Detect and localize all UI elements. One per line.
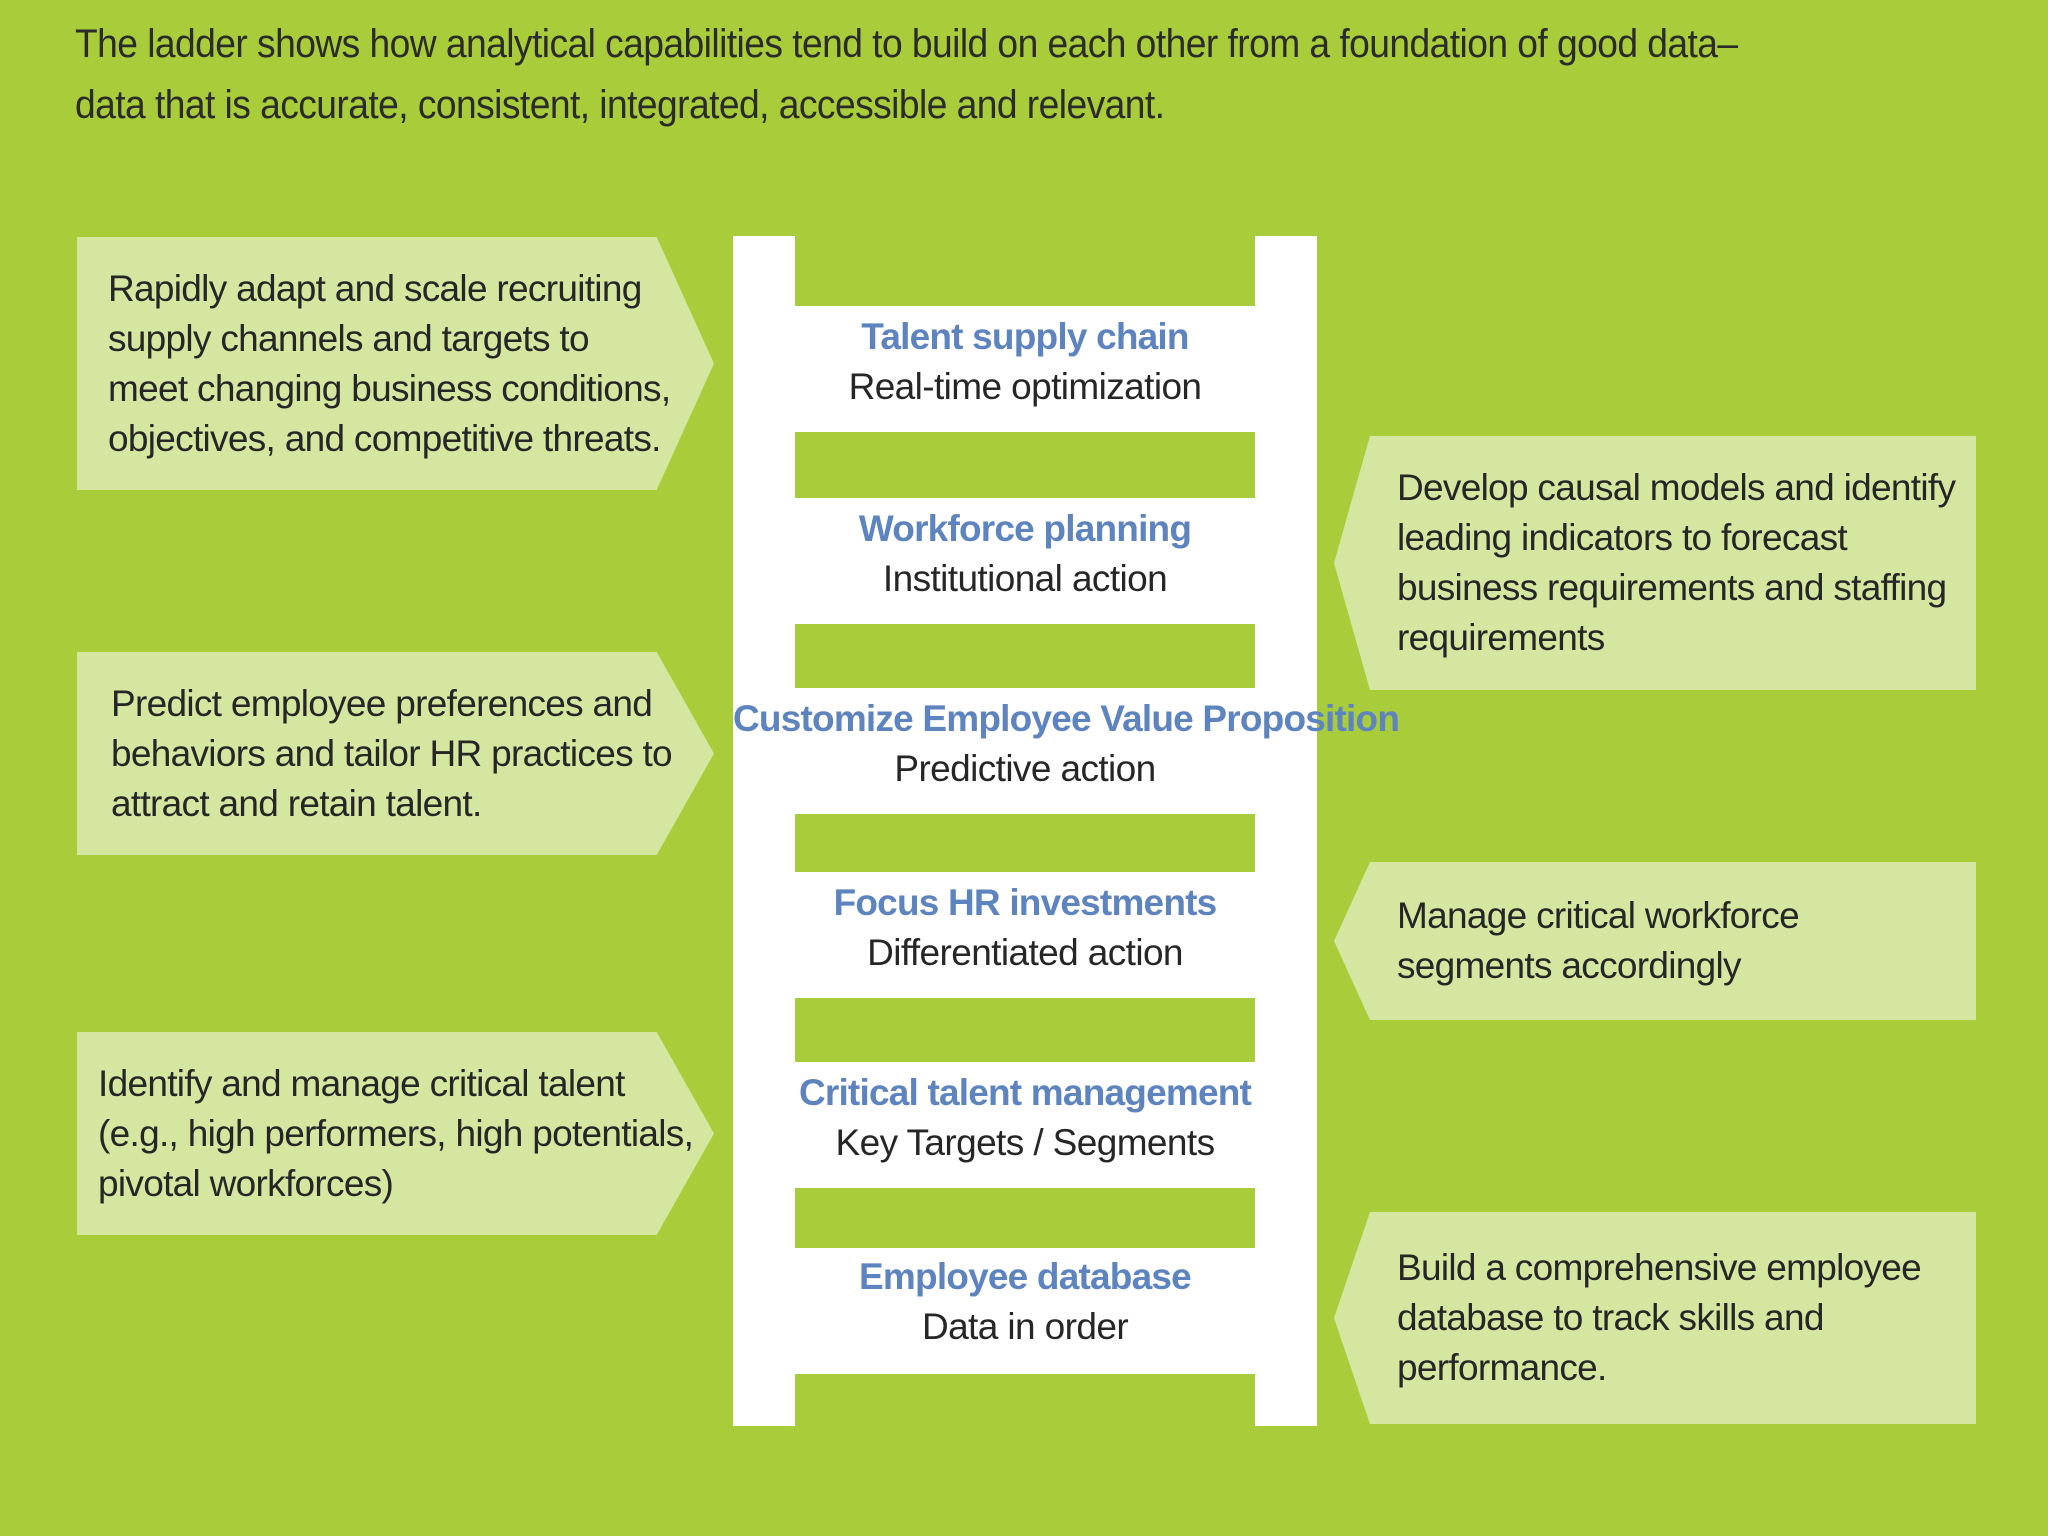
step-title: Critical talent management [798,1072,1252,1113]
callout-text: Develop causal models and identify leadi… [1397,467,1956,658]
intro-line-2: data that is accurate, consistent, integ… [75,83,1165,127]
callout-focus-hr-investments: Manage critical workforce segments accor… [1334,862,1976,1020]
ladder-step-critical-talent-management: Critical talent management Key Targets /… [733,1062,1317,1188]
callout-workforce-planning: Develop causal models and identify leadi… [1334,436,1976,690]
ladder-step-customize-evp: Customize Employee Value Proposition Pre… [733,688,1400,814]
step-subtitle: Predictive action [894,748,1156,789]
step-subtitle: Data in order [921,1306,1129,1347]
ladder-step-talent-supply-chain: Talent supply chain Real-time optimizati… [733,306,1317,432]
step-subtitle: Real-time optimization [848,366,1202,407]
intro-line-1: The ladder shows how analytical capabili… [75,22,1738,66]
callout-text: Build a comprehensive employee database … [1397,1247,1922,1388]
callout-employee-database: Build a comprehensive employee database … [1334,1212,1976,1424]
step-title: Workforce planning [858,508,1192,549]
ladder-left-rail [733,236,795,1426]
ladder-right-rail [1255,236,1317,1426]
step-title: Focus HR investments [833,882,1218,923]
step-title: Employee database [859,1256,1192,1297]
callout-text: Predict employee preferences and behavio… [111,682,673,824]
step-subtitle: Key Targets / Segments [835,1122,1216,1163]
callout-text: Manage critical workforce segments accor… [1397,895,1800,986]
ladder-step-focus-hr-investments: Focus HR investments Differentiated acti… [733,872,1317,998]
step-subtitle: Differentiated action [867,932,1183,973]
ladder-step-workforce-planning: Workforce planning Institutional action [733,498,1317,624]
callout-text: Rapidly adapt and scale recruiting suppl… [108,267,671,459]
step-subtitle: Institutional action [882,558,1168,599]
callout-talent-supply-chain: Rapidly adapt and scale recruiting suppl… [77,237,714,490]
intro-text: The ladder shows how analytical capabili… [75,14,1842,136]
callout-text: Identify and manage critical talent (e.g… [98,1062,694,1204]
step-title: Talent supply chain [861,316,1189,357]
step-title: Customize Employee Value Proposition [733,698,1400,739]
callout-customize-evp: Predict employee preferences and behavio… [77,652,714,855]
callout-critical-talent: Identify and manage critical talent (e.g… [77,1032,714,1235]
analytics-ladder: Talent supply chain Real-time optimizati… [733,236,1400,1426]
ladder-step-employee-database: Employee database Data in order [733,1248,1317,1374]
